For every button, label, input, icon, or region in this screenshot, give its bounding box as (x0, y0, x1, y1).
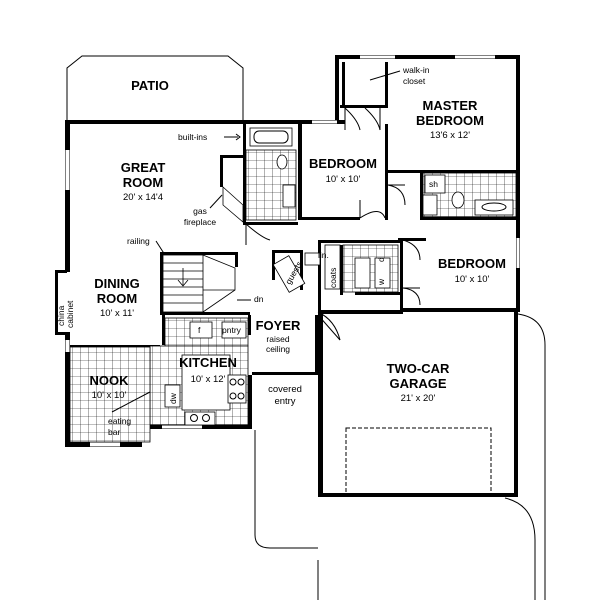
covered-entry-2: entry (274, 396, 295, 407)
interior-walls (70, 62, 516, 375)
patio-outline (66, 55, 244, 122)
doors (245, 107, 421, 341)
garage-door (345, 427, 492, 496)
dining-room-dims: 10' x 11' (100, 308, 134, 319)
dishwasher-label: dw (168, 392, 178, 404)
master-bedroom-label-2: BEDROOM (416, 113, 484, 128)
gas-fireplace-label-2: fireplace (184, 217, 216, 227)
driveway-curve (504, 497, 536, 600)
foyer-label: FOYER (256, 318, 301, 333)
shower-label: sh (429, 179, 438, 189)
kitchen-sink (184, 411, 216, 426)
garage-label-2: GARAGE (389, 376, 446, 391)
foyer-note-2: ceiling (266, 344, 290, 354)
covered-entry-1: covered (268, 384, 302, 395)
foyer-note-1: raised (266, 334, 289, 344)
great-room-dims: 20' x 14'4 (123, 192, 163, 203)
master-bedroom-dims: 13'6 x 12' (430, 130, 470, 141)
kitchen-counters (69, 317, 249, 443)
railing-label: railing (127, 236, 150, 246)
nook-label: NOOK (90, 373, 130, 388)
walkway-outline (254, 430, 318, 549)
walk-in-closet-label-1: walk-in (402, 65, 430, 75)
patio-label: PATIO (131, 78, 169, 93)
dining-room-label-1: DINING (94, 276, 140, 291)
cooktop (227, 374, 247, 404)
bedroom-3-label: BEDROOM (438, 256, 506, 271)
nook-dims: 10' x 10' (92, 390, 127, 401)
kitchen-label: KITCHEN (179, 355, 237, 370)
down-label: dn (254, 294, 264, 304)
kitchen-dims: 10' x 12' (191, 374, 226, 385)
garage-dims: 21' x 20' (401, 393, 436, 404)
dining-room-label-2: ROOM (97, 291, 137, 306)
fireplace (222, 186, 244, 223)
eating-bar-label-2: bar (108, 427, 120, 437)
china-cabinet-label-2: cabinet (65, 300, 75, 328)
driveway-outline (317, 313, 546, 600)
bedroom-2-label: BEDROOM (309, 156, 377, 171)
nook-floor (69, 346, 151, 443)
great-room-label-2: ROOM (123, 175, 163, 190)
eating-bar-pointer (111, 391, 151, 413)
built-ins-label: built-ins (178, 132, 207, 142)
china-cabinet-label-1: china (56, 305, 66, 326)
coats-label: coats (328, 268, 338, 288)
dryer-label: d (376, 257, 386, 262)
bedroom-3-dims: 10' x 10' (455, 274, 490, 285)
staircase (162, 254, 236, 313)
hall-bath (222, 127, 297, 223)
fridge-label: f (198, 325, 201, 335)
room-labels: PATIO GREAT ROOM 20' x 14'4 DINING ROOM … (90, 78, 506, 407)
master-bedroom-label-1: MASTER (423, 98, 479, 113)
walk-in-closet-label-2: closet (403, 76, 426, 86)
kitchen-center (181, 354, 231, 411)
gas-fireplace-label-1: gas (193, 206, 207, 216)
windows (65, 55, 520, 447)
washer-label: w (376, 278, 386, 286)
dishwasher (164, 384, 181, 408)
bedroom-2-dims: 10' x 10' (326, 174, 361, 185)
eating-bar-label-1: eating (108, 416, 131, 426)
pantry-label: pntry (222, 325, 242, 335)
great-room-label-1: GREAT (121, 160, 166, 175)
refrigerator (189, 321, 213, 339)
pantry (221, 321, 247, 339)
hall-closets (272, 244, 399, 293)
garage-label-1: TWO-CAR (387, 361, 450, 376)
master-bath (422, 172, 517, 218)
linen-label: lin. (318, 250, 329, 260)
